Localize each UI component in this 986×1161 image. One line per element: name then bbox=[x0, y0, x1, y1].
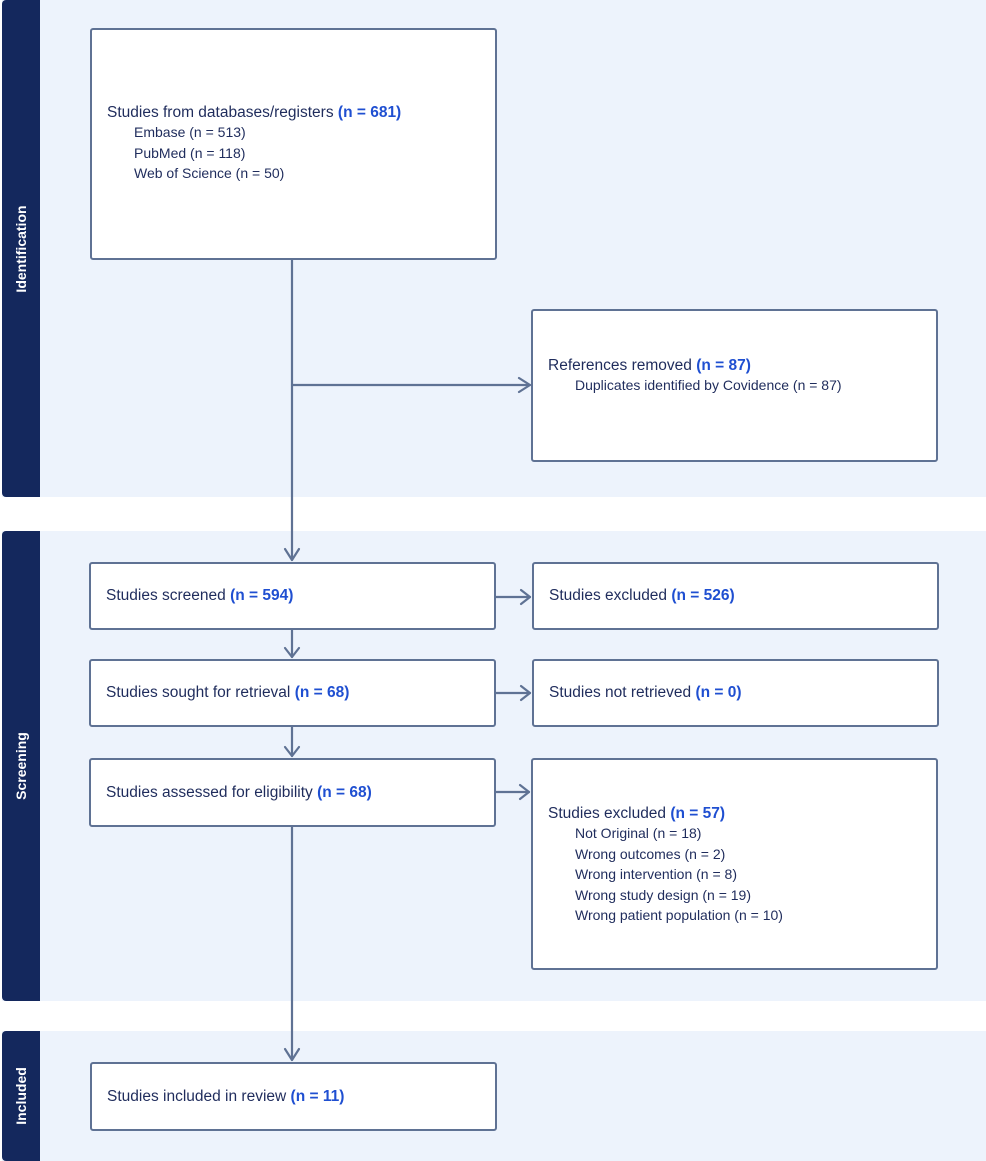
databases-count: (n = 681) bbox=[337, 104, 402, 122]
screening-stage-label: Screening bbox=[13, 732, 29, 800]
exclusion-reason: Wrong intervention (n = 8) bbox=[575, 866, 737, 882]
included-label: Studies included in review bbox=[107, 1087, 287, 1105]
screening-stage-bar: Screening bbox=[2, 531, 40, 1001]
databases-item: Embase (n = 513) bbox=[134, 124, 246, 141]
not-retrieved-count: (n = 0) bbox=[695, 684, 742, 701]
sought-box: Studies sought for retrieval (n = 68) bbox=[89, 659, 496, 727]
exclusion-reason: Wrong study design (n = 19) bbox=[575, 886, 752, 903]
identification-stage-label: Identification bbox=[13, 204, 29, 293]
assessed-box: Studies assessed for eligibility (n = 68… bbox=[89, 758, 496, 827]
exclusion-reason: Not Original (n = 18) bbox=[575, 825, 702, 841]
included-stage-bar: Included bbox=[2, 1031, 40, 1161]
databases-box: Studies from databases/registers (n = 68… bbox=[90, 28, 497, 260]
excluded-full-box: Studies excluded (n = 57) Not Original (… bbox=[531, 758, 938, 970]
excluded-full-label: Studies excluded bbox=[548, 805, 667, 822]
databases-item: PubMed (n = 118) bbox=[134, 144, 246, 161]
excluded-screen-box: Studies excluded (n = 526) bbox=[532, 562, 939, 630]
removed-item: Duplicates identified by Covidence (n = … bbox=[575, 377, 842, 393]
sought-count: (n = 68) bbox=[294, 684, 350, 701]
included-box: Studies included in review (n = 11) bbox=[90, 1062, 497, 1131]
removed-count: (n = 87) bbox=[696, 357, 751, 374]
references-removed-box: References removed (n = 87) Duplicates i… bbox=[531, 309, 938, 462]
removed-label: References removed bbox=[548, 357, 692, 374]
sought-label: Studies sought for retrieval bbox=[106, 684, 291, 701]
not-retrieved-box: Studies not retrieved (n = 0) bbox=[532, 659, 939, 727]
screened-count: (n = 594) bbox=[230, 587, 294, 604]
screened-box: Studies screened (n = 594) bbox=[89, 562, 496, 630]
excluded-screen-count: (n = 526) bbox=[671, 587, 735, 604]
assessed-count: (n = 68) bbox=[317, 783, 372, 801]
identification-stage-bar: Identification bbox=[2, 0, 40, 497]
screened-label: Studies screened bbox=[106, 587, 226, 604]
included-count: (n = 11) bbox=[290, 1087, 345, 1105]
exclusion-reason: Wrong patient population (n = 10) bbox=[575, 907, 783, 923]
assessed-label: Studies assessed for eligibility bbox=[106, 783, 313, 801]
databases-item: Web of Science (n = 50) bbox=[134, 165, 285, 182]
included-stage-label: Included bbox=[13, 1067, 29, 1125]
excluded-full-count: (n = 57) bbox=[670, 805, 726, 822]
databases-label: Studies from databases/registers bbox=[107, 104, 334, 122]
excluded-screen-label: Studies excluded bbox=[549, 587, 668, 604]
not-retrieved-label: Studies not retrieved bbox=[549, 684, 692, 701]
exclusion-reason: Wrong outcomes (n = 2) bbox=[575, 845, 726, 862]
